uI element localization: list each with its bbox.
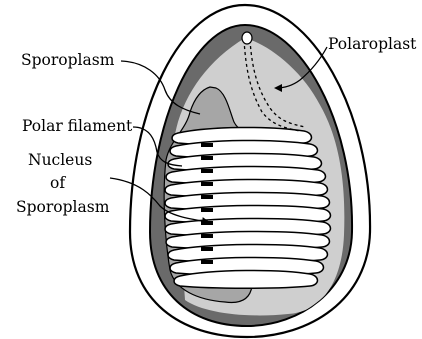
label-polar-filament: Polar filament bbox=[22, 117, 133, 135]
label-sporoplasm: Sporoplasm bbox=[21, 51, 115, 69]
label-nucleus-line2: of bbox=[50, 174, 66, 192]
polar-filament-coils bbox=[165, 127, 331, 288]
label-polaroplast: Polaroplast bbox=[328, 35, 417, 53]
label-nucleus-line3: Sporoplasm bbox=[16, 198, 110, 216]
label-nucleus-line1: Nucleus bbox=[28, 151, 92, 169]
